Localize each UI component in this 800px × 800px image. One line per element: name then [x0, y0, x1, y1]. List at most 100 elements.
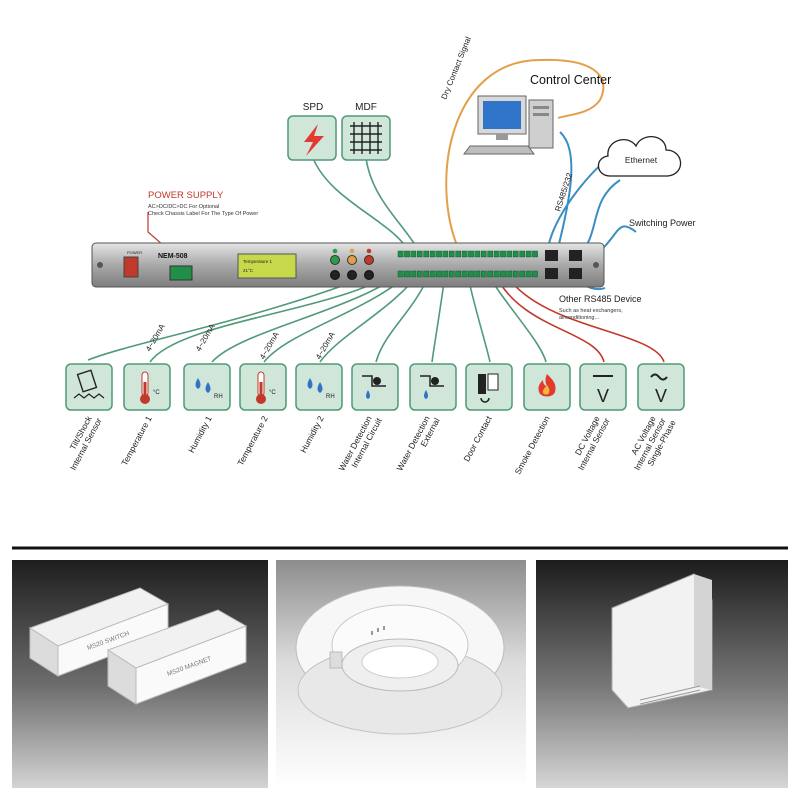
rs485-label: RS485/232	[553, 171, 574, 212]
button-green	[330, 255, 340, 265]
terminal-pin	[423, 250, 430, 258]
switching-power-label: Switching Power	[629, 218, 696, 228]
terminal-pin	[436, 270, 442, 278]
humidity-icon: RH	[307, 378, 335, 400]
terminal-pin	[404, 270, 410, 278]
terminal-pin	[410, 250, 417, 258]
sensor-temperature-2: °C	[239, 363, 287, 411]
button-orange	[347, 255, 357, 265]
terminal-pin	[525, 250, 532, 258]
terminal-pin	[500, 270, 506, 278]
terminal-pin	[455, 250, 462, 258]
sensor-ac-voltage: V	[637, 363, 685, 411]
thermometer-icon: °C	[140, 371, 160, 404]
sensor-label-8: Smoke Detection	[513, 414, 552, 476]
terminal-pin	[525, 270, 532, 278]
sensor-water-internal	[351, 363, 399, 411]
terminal-pin	[417, 250, 423, 258]
sensor-door-contact	[465, 363, 513, 411]
terminal-pin	[461, 250, 468, 258]
terminal-pin	[429, 250, 436, 258]
grid-icon	[350, 122, 382, 154]
lightning-icon	[304, 124, 324, 156]
door-sensor-switch: MS20 SWITCH	[28, 587, 170, 677]
sensor-row: °C RH °C	[65, 363, 685, 411]
terminal-pin	[474, 270, 481, 278]
ethernet-label: Ethernet	[625, 155, 658, 165]
svg-text:RH: RH	[214, 394, 223, 400]
terminal-pin	[404, 250, 410, 258]
button-black-3	[364, 270, 374, 280]
water-detection-icon	[362, 375, 386, 399]
power-terminal	[169, 265, 193, 281]
water-detection-icon	[420, 375, 444, 399]
door-icon	[478, 373, 499, 403]
mdf-device: MDF	[341, 102, 391, 161]
rs485-device-line1: Such as heat exchangers,	[559, 308, 623, 314]
sensor-water-external	[409, 363, 457, 411]
humidity-icon: RH	[195, 378, 223, 400]
power-supply-line1: AC>DC/DC>DC For Optional	[148, 204, 219, 210]
terminal-pin	[436, 250, 442, 258]
rs485-device-line2: airconditioning...	[559, 315, 600, 321]
dc-voltage-icon: V	[593, 375, 613, 406]
sensor-temperature-1: °C	[123, 363, 171, 411]
control-center-title: Control Center	[530, 73, 611, 87]
svg-text:°C: °C	[269, 390, 276, 396]
terminal-pin	[506, 270, 513, 278]
terminal-pin	[506, 250, 513, 258]
sensor-humidity-2: RH	[295, 363, 343, 411]
terminal-pin	[493, 250, 500, 258]
svg-text:V: V	[597, 386, 609, 406]
power-supply-title: POWER SUPPLY	[148, 190, 224, 201]
lcd-line2: 21°C	[243, 268, 254, 273]
terminal-pin	[397, 250, 404, 258]
svg-text:V: V	[655, 386, 667, 406]
product-photo-smoke-detector	[276, 560, 526, 788]
terminal-pin	[442, 250, 449, 258]
terminal-pin	[532, 250, 538, 258]
terminal-pin	[423, 270, 430, 278]
terminal-block-top	[397, 250, 538, 258]
terminal-pin	[493, 270, 500, 278]
terminal-block-bottom	[397, 270, 538, 278]
terminal-pin	[519, 270, 525, 278]
analog-tags: 4~20mA 4~20mA 4~20mA 4~20mA	[144, 322, 337, 361]
terminal-pin	[513, 250, 519, 258]
rack-device: POWER NEM-508 Temperature 1 21°C	[91, 242, 605, 288]
sensor-tilt-shock	[65, 363, 113, 411]
sensor-label-2: Humidity 1	[186, 414, 214, 454]
lcd-line1: Temperature 1	[243, 259, 273, 264]
sensor-label-7: Door Contact	[461, 414, 494, 463]
dry-contact-label: Dry Contact Signal	[440, 35, 473, 100]
terminal-pin	[500, 250, 506, 258]
sensor-humidity-1: RH	[183, 363, 231, 411]
tilt-icon	[73, 369, 105, 399]
door-sensor-magnet: MS20 MAGNET	[106, 609, 248, 705]
button-black-1	[330, 270, 340, 280]
terminal-pin	[449, 250, 455, 258]
analog-tag-2: 4~20mA	[194, 322, 217, 353]
ethernet-cloud-icon: Ethernet	[597, 136, 682, 177]
ac-voltage-icon: V	[650, 373, 668, 406]
button-red	[364, 255, 374, 265]
product-photo-door-sensor: MS20 SWITCH MS20 MAGNET	[12, 560, 268, 788]
sensor-label-1: Temperature 1	[119, 414, 154, 467]
power-supply-note: POWER SUPPLY AC>DC/DC>DC For Optional Ch…	[148, 190, 258, 217]
power-supply-line2: Check Chassis Label For The Type Of Powe…	[148, 211, 258, 217]
sensor-labels: Tilt/Shock Internal Sensor Temperature 1…	[68, 414, 678, 477]
product-photo-humidity-sensor	[536, 560, 788, 788]
terminal-pin	[481, 250, 487, 258]
rs485-device-note: Other RS485 Device Such as heat exchange…	[559, 294, 642, 321]
terminal-pin	[468, 270, 474, 278]
terminal-pin	[481, 270, 487, 278]
terminal-pin	[474, 250, 481, 258]
computer-icon	[463, 95, 554, 155]
terminal-pin	[397, 270, 404, 278]
device-model: NEM-508	[158, 253, 188, 260]
power-label: POWER	[127, 250, 142, 255]
terminal-pin	[429, 270, 436, 278]
power-switch	[123, 256, 139, 278]
terminal-pin	[417, 270, 423, 278]
